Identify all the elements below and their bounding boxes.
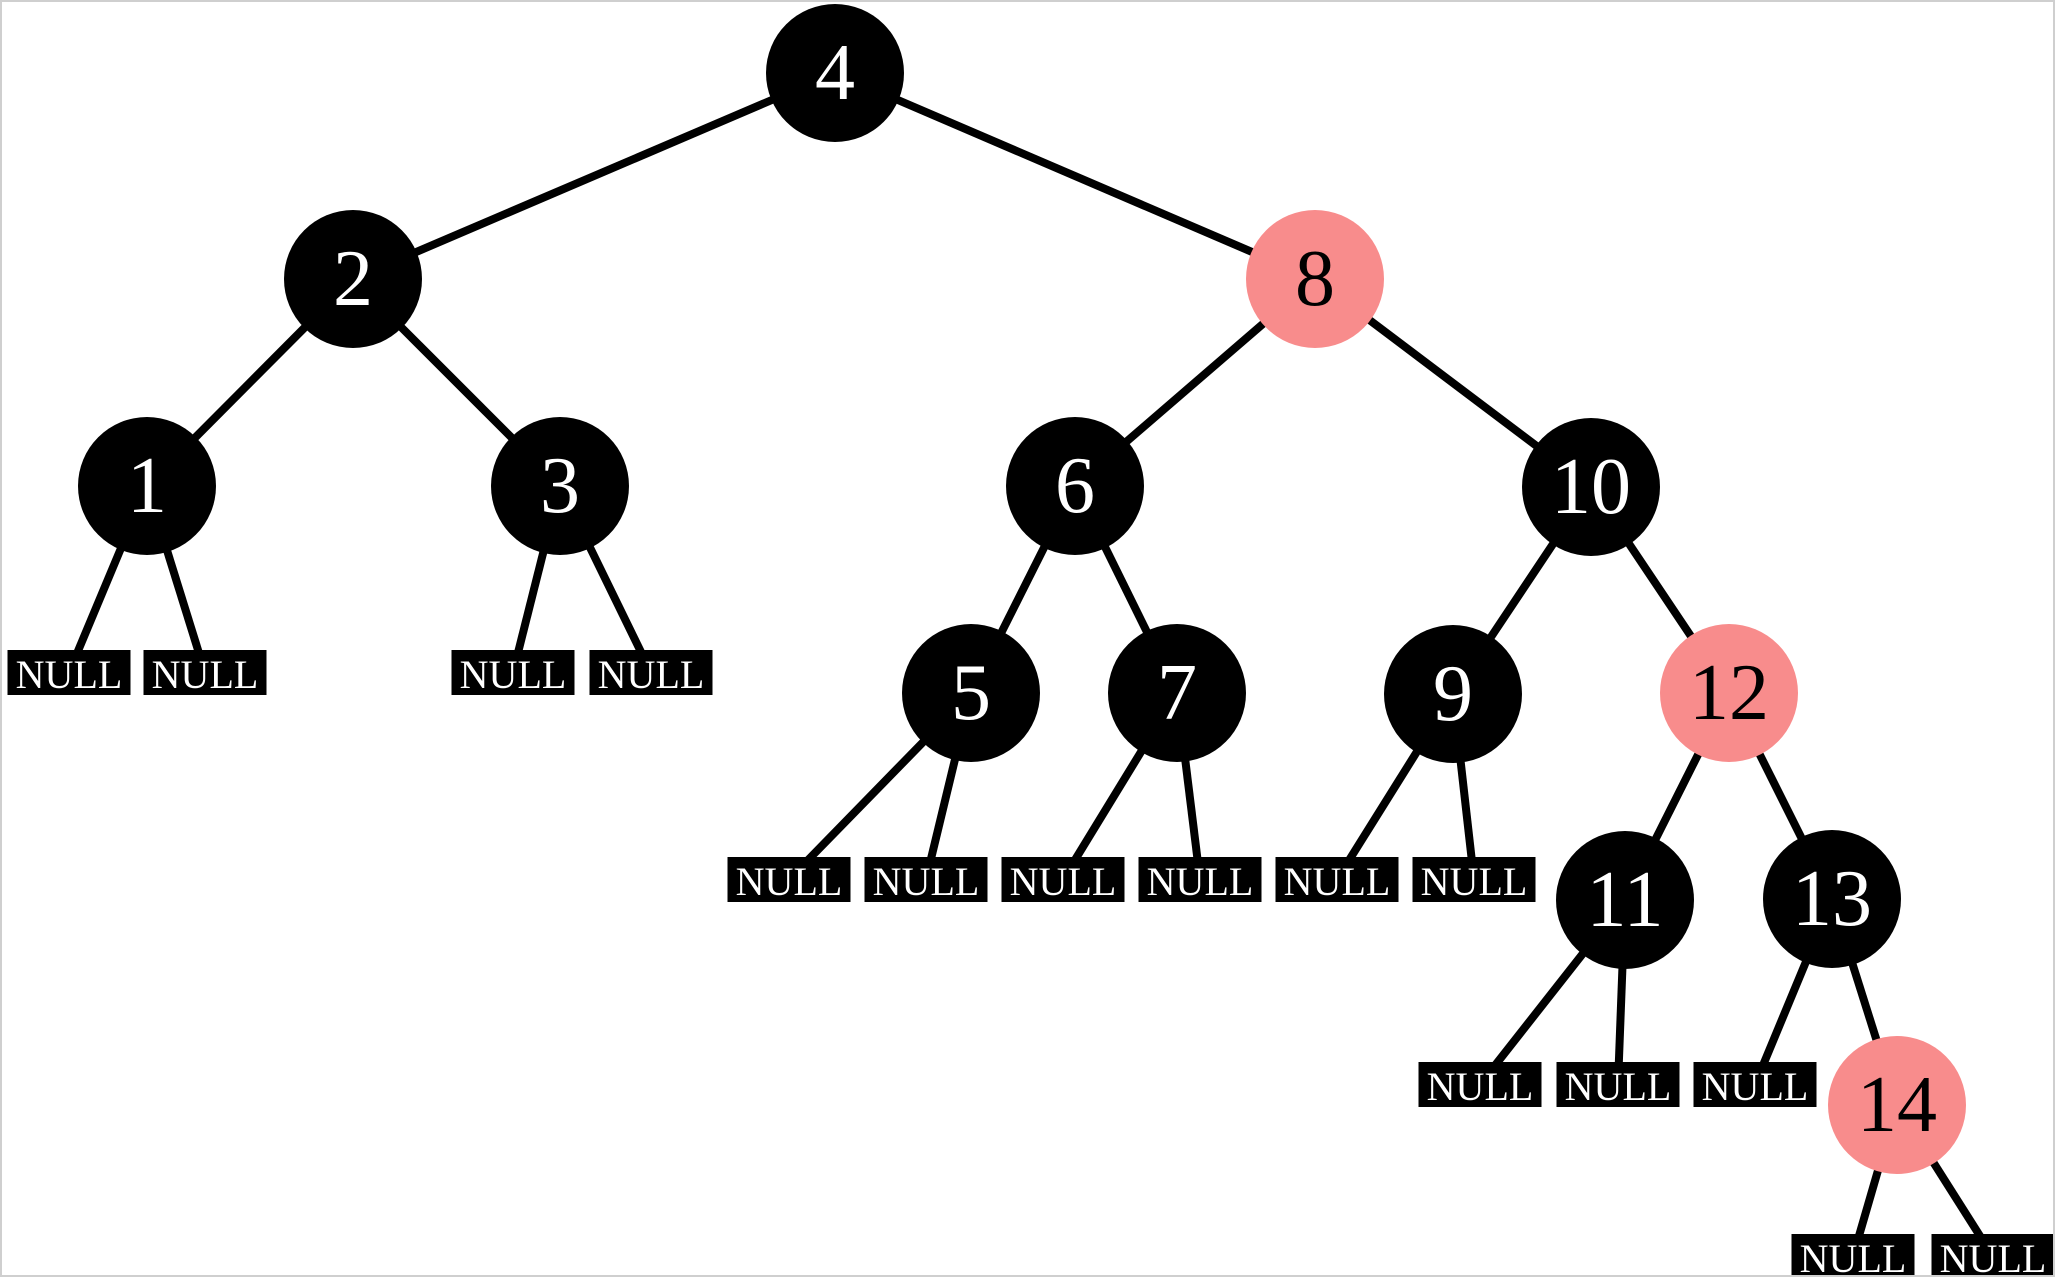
tree-node-9 bbox=[1384, 625, 1522, 763]
null-box-label-null-13L: NULL bbox=[1702, 1064, 1809, 1109]
null-box-label-null-7L: NULL bbox=[1010, 859, 1117, 904]
null-box-label-null-9L: NULL bbox=[1284, 859, 1391, 904]
null-box-null-14L bbox=[1791, 1234, 1915, 1275]
tree-node-5 bbox=[902, 624, 1040, 762]
tree-node-11 bbox=[1556, 831, 1694, 969]
tree-node-label-4: 4 bbox=[815, 29, 855, 117]
null-box-null-1L bbox=[7, 650, 131, 695]
null-box-label-null-5R: NULL bbox=[873, 859, 980, 904]
null-box-null-14R bbox=[1931, 1234, 2053, 1275]
null-box-label-null-1L: NULL bbox=[16, 652, 123, 697]
tree-node-6 bbox=[1006, 417, 1144, 555]
null-box-label-null-14L: NULL bbox=[1800, 1236, 1907, 1277]
tree-node-2 bbox=[284, 210, 422, 348]
null-box-null-11L bbox=[1418, 1062, 1542, 1107]
null-box-label-null-9R: NULL bbox=[1421, 859, 1528, 904]
tree-edge-4-8 bbox=[833, 69, 1317, 283]
tree-node-label-2: 2 bbox=[333, 235, 373, 323]
null-box-null-3R bbox=[589, 650, 713, 695]
null-box-null-7R bbox=[1138, 857, 1262, 902]
null-boxes-layer: NULL NULL NULL NULL NULL NULL NULL NULL NULL NULL… bbox=[7, 650, 2053, 1277]
tree-node-3 bbox=[491, 417, 629, 555]
null-box-null-7L bbox=[1001, 857, 1125, 902]
null-box-label-null-11R: NULL bbox=[1565, 1064, 1672, 1109]
null-box-label-null-14R: NULL bbox=[1940, 1236, 2047, 1277]
tree-node-label-7: 7 bbox=[1157, 649, 1197, 737]
tree-node-label-12: 12 bbox=[1689, 649, 1769, 737]
tree-edge-4-2 bbox=[351, 69, 837, 283]
null-box-null-9L bbox=[1275, 857, 1399, 902]
null-box-label-null-11L: NULL bbox=[1427, 1064, 1534, 1109]
tree-node-4 bbox=[766, 4, 904, 142]
null-box-label-null-5L: NULL bbox=[736, 859, 843, 904]
tree-node-label-8: 8 bbox=[1295, 235, 1335, 323]
tree-node-10 bbox=[1522, 418, 1660, 556]
null-box-null-3L bbox=[451, 650, 575, 695]
null-box-null-5R bbox=[864, 857, 988, 902]
null-box-label-null-1R: NULL bbox=[152, 652, 259, 697]
tree-node-label-10: 10 bbox=[1551, 443, 1631, 531]
tree-node-label-14: 14 bbox=[1857, 1061, 1937, 1149]
null-box-null-1R bbox=[143, 650, 267, 695]
null-box-label-null-3L: NULL bbox=[460, 652, 567, 697]
tree-node-label-1: 1 bbox=[127, 442, 167, 530]
null-box-null-13L bbox=[1693, 1062, 1817, 1107]
null-box-label-null-3R: NULL bbox=[598, 652, 705, 697]
null-box-null-9R bbox=[1412, 857, 1536, 902]
null-box-null-11R bbox=[1556, 1062, 1680, 1107]
tree-node-label-3: 3 bbox=[540, 442, 580, 530]
tree-node-label-9: 9 bbox=[1433, 650, 1473, 738]
null-box-null-5L bbox=[727, 857, 851, 902]
tree-node-8 bbox=[1246, 210, 1384, 348]
tree-node-12 bbox=[1660, 624, 1798, 762]
tree-node-13 bbox=[1763, 830, 1901, 968]
tree-node-1 bbox=[78, 417, 216, 555]
tree-node-label-13: 13 bbox=[1792, 855, 1872, 943]
null-box-label-null-7R: NULL bbox=[1147, 859, 1254, 904]
tree-node-14 bbox=[1828, 1036, 1966, 1174]
tree-node-label-11: 11 bbox=[1586, 856, 1663, 944]
tree-node-label-6: 6 bbox=[1055, 442, 1095, 530]
tree-node-7 bbox=[1108, 624, 1246, 762]
tree-node-label-5: 5 bbox=[951, 649, 991, 737]
